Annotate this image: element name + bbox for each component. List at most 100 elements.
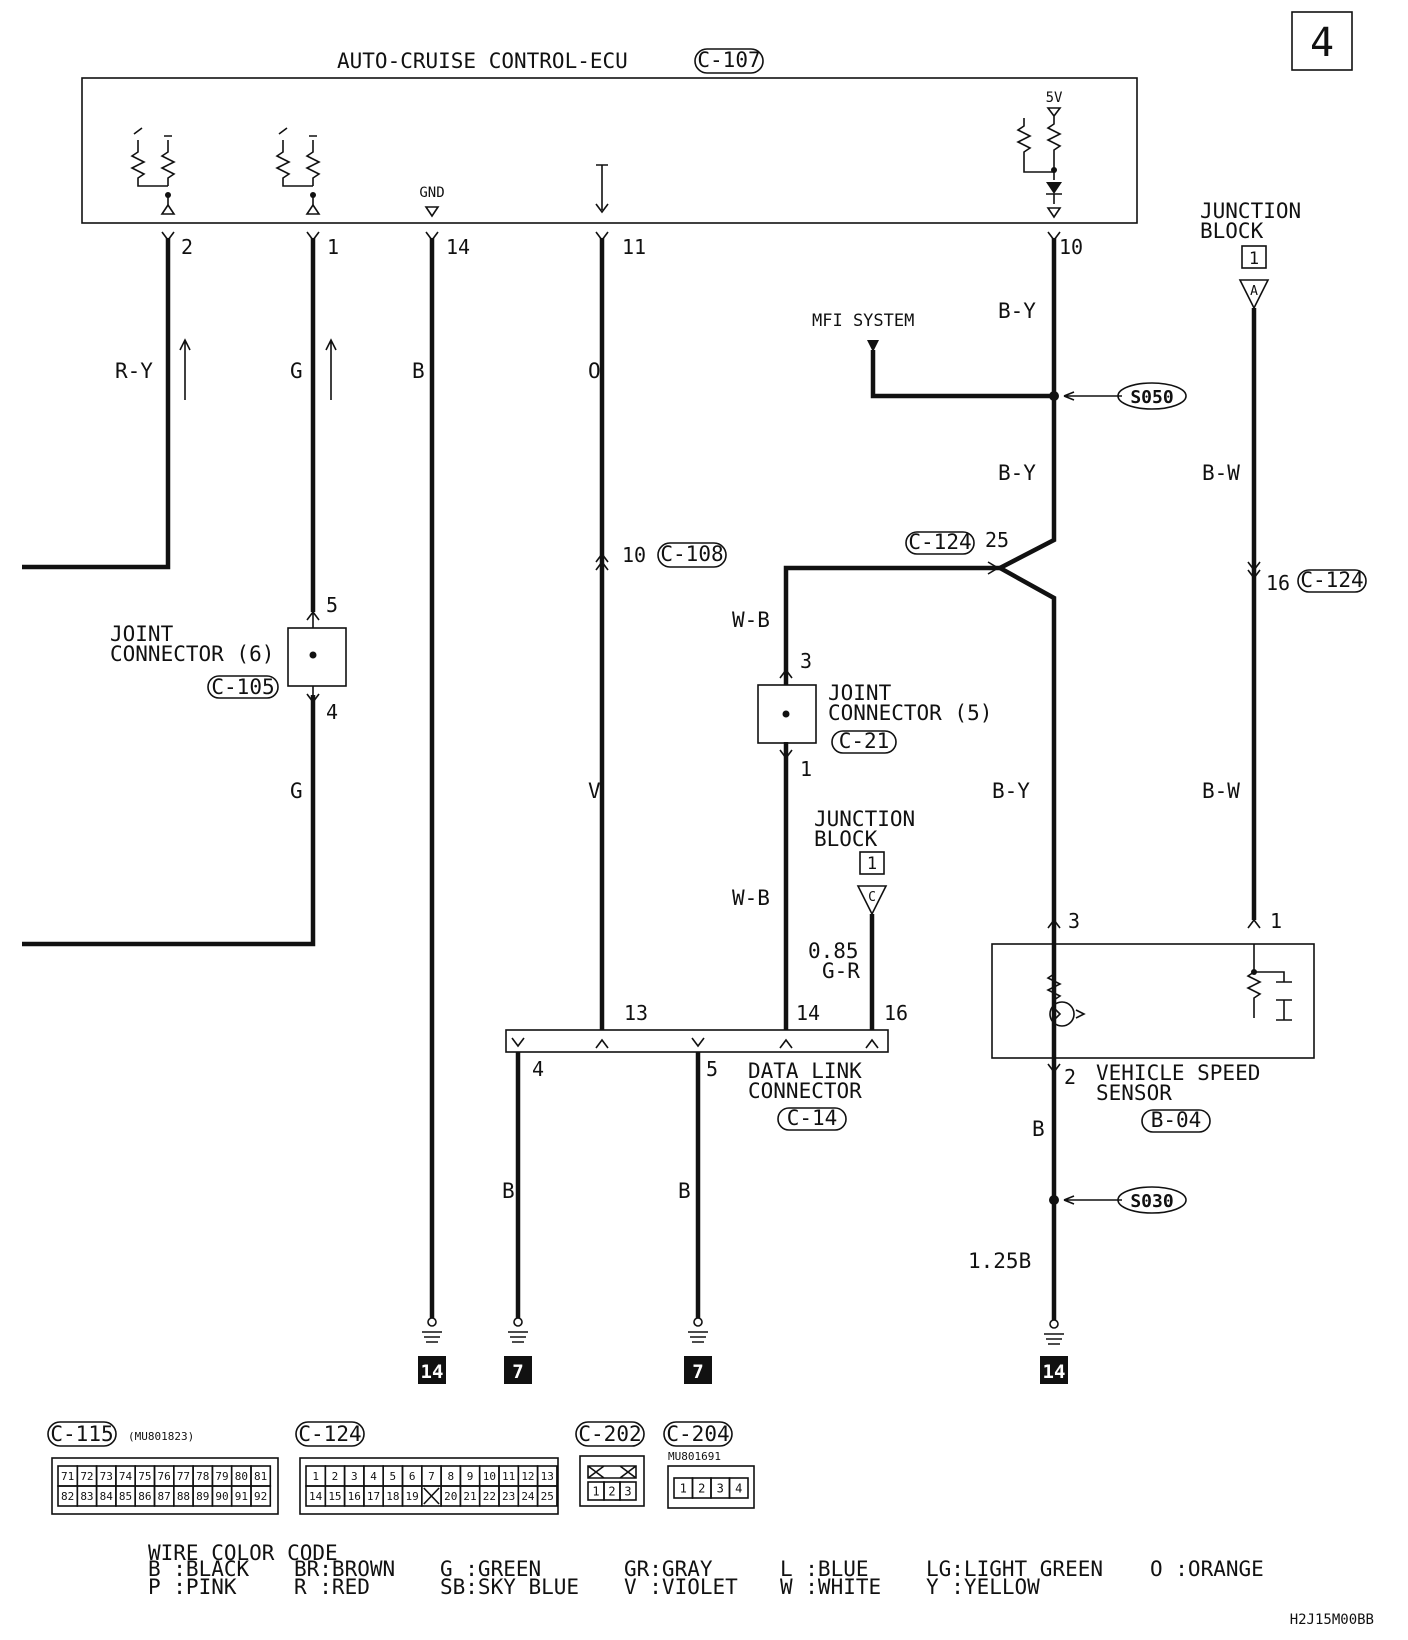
c124-frame <box>905 531 975 555</box>
pin-number: 21 <box>463 1490 476 1503</box>
pin-number: 14 <box>309 1490 323 1503</box>
wire-pin14-color: B <box>412 359 425 383</box>
ground-label-2: 7 <box>512 1361 523 1383</box>
pin-cell <box>536 1485 558 1507</box>
pin-number: 23 <box>502 1490 515 1503</box>
svg-text:C-124: C-124 <box>298 1422 361 1446</box>
mfi-terminal <box>867 340 879 352</box>
legend-row2-5: Y :YELLOW <box>926 1575 1040 1599</box>
pin-number: 1 <box>312 1470 319 1483</box>
svg-text:B-04: B-04 <box>1151 1108 1202 1132</box>
legend-title: WIRE COLOR CODE <box>148 1541 338 1565</box>
wire-gr-color: G-R <box>822 959 860 983</box>
pin-number: 79 <box>215 1470 228 1483</box>
splice-s030-pointer <box>1063 1195 1122 1205</box>
pin-number: 10 <box>483 1470 496 1483</box>
pin-number: 82 <box>61 1490 74 1503</box>
junction-block-a: JUNCTION BLOCK 1 A <box>1200 199 1301 310</box>
ecu-pin-1: 1 <box>327 235 339 259</box>
pin-number: 1 <box>592 1484 599 1498</box>
splice-s050-dot <box>1049 391 1059 401</box>
c108-frame <box>657 542 727 568</box>
ecu-pin-ticks <box>161 231 1061 242</box>
pin-number: 7 <box>428 1470 435 1483</box>
pin-number: 25 <box>541 1490 554 1503</box>
c124-terminal <box>987 561 1000 575</box>
pin-number: 89 <box>196 1490 209 1503</box>
pin-number: 16 <box>348 1490 361 1503</box>
svg-text:4: 4 <box>532 1057 544 1081</box>
ecu-input-circuit-1 <box>275 127 321 215</box>
svg-text:16: 16 <box>884 1001 908 1025</box>
c124-code: C-124 <box>908 530 971 554</box>
svg-text:VEHICLE SPEED: VEHICLE SPEED <box>1096 1061 1260 1085</box>
pin-number: 73 <box>100 1470 113 1483</box>
ground-label-4: 14 <box>1043 1361 1066 1383</box>
blank-pin-mark <box>423 1487 440 1505</box>
svg-text:SENSOR: SENSOR <box>1096 1081 1172 1105</box>
svg-text:MU801691: MU801691 <box>668 1450 721 1463</box>
pin-number: 87 <box>158 1490 171 1503</box>
svg-text:1: 1 <box>867 854 877 874</box>
ecu-box <box>81 77 1138 224</box>
pin-number: 11 <box>502 1470 515 1483</box>
wire-vss2-color: B <box>1032 1117 1045 1141</box>
wire-gr-size: 0.85 <box>808 939 859 963</box>
svg-text:5: 5 <box>706 1057 718 1081</box>
pin-number: 78 <box>196 1470 209 1483</box>
svg-text:C-115: C-115 <box>50 1422 113 1446</box>
legend-row1-1: BR:BROWN <box>294 1557 395 1581</box>
ecu-code: C-107 <box>697 48 760 72</box>
ground-wire-size: 1.25B <box>968 1249 1031 1273</box>
svg-text:3: 3 <box>1068 909 1080 933</box>
wire-pin10-lower-color: B-Y <box>992 779 1030 803</box>
pin-number: 13 <box>541 1470 554 1483</box>
splice-s030 <box>1117 1186 1187 1214</box>
pin-number: 4 <box>735 1481 742 1495</box>
ecu-pin-10: 10 <box>1059 235 1083 259</box>
svg-text:CONNECTOR: CONNECTOR <box>748 1079 862 1103</box>
pin-cell <box>250 1485 272 1507</box>
pin-number: 15 <box>328 1490 341 1503</box>
wire-dlc5-color: B <box>678 1179 691 1203</box>
svg-text:C-202: C-202 <box>578 1422 641 1446</box>
svg-text:14: 14 <box>796 1001 820 1025</box>
ecu-speed-input-circuit: 5V <box>1016 90 1063 219</box>
ecu-5v-label: 5V <box>1046 90 1063 106</box>
legend-row2-0: P :PINK <box>148 1575 237 1599</box>
legend-row1-4: L :BLUE <box>780 1557 869 1581</box>
ecu-pin11-terminal <box>595 164 609 214</box>
data-link-connector: 13 14 16 4 5 DATA LINK CONNECTOR C-14 <box>505 1001 908 1131</box>
pin-number: 3 <box>624 1484 631 1498</box>
wire-pin10-mid-color: B-Y <box>998 461 1036 485</box>
pin-number: 5 <box>390 1470 397 1483</box>
svg-text:S030: S030 <box>1130 1191 1173 1212</box>
vehicle-speed-sensor: 3 1 2 VEHICLE SPEED SENSOR B-04 <box>991 909 1315 1133</box>
page-number-box: 4 <box>1291 11 1353 71</box>
pin-number: 71 <box>61 1470 74 1483</box>
joint-connector-5: 3 1 JOINT CONNECTOR (5) C-21 <box>757 649 992 781</box>
c108-pin: 10 <box>622 543 646 567</box>
pin-number: 86 <box>138 1490 151 1503</box>
wire-pin11-color: O <box>588 359 601 383</box>
pin-number: 92 <box>254 1490 267 1503</box>
legend-row2-3: V :VIOLET <box>624 1575 738 1599</box>
wire-mfi-branch <box>870 350 1054 399</box>
pin-number: 24 <box>521 1490 535 1503</box>
legend-row1-6: O :ORANGE <box>1150 1557 1264 1581</box>
svg-text:CONNECTOR (6): CONNECTOR (6) <box>110 642 274 666</box>
svg-text:JOINT: JOINT <box>828 681 892 705</box>
pin-number: 90 <box>215 1490 228 1503</box>
svg-text:BLOCK: BLOCK <box>1200 219 1264 243</box>
pin-number: 76 <box>158 1470 171 1483</box>
c124b-code: C-124 <box>1300 568 1363 592</box>
ecu-pin-2: 2 <box>181 235 193 259</box>
wire-color-legend: WIRE COLOR CODE B :BLACK BR:BROWN G :GRE… <box>148 1541 1264 1599</box>
pin-number: 18 <box>386 1490 399 1503</box>
svg-text:JUNCTION: JUNCTION <box>1200 199 1301 223</box>
